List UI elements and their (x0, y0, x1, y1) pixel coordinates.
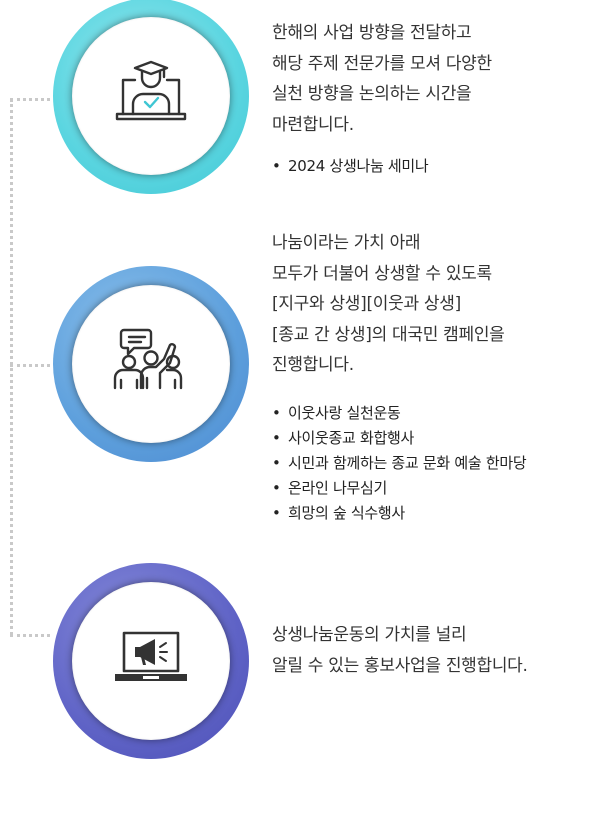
dotted-branch-2 (10, 364, 50, 367)
list-item: 2024 상생나눔 세미나 (272, 154, 597, 179)
desc-line: [종교 간 상생]의 대국민 캠페인을 (272, 324, 505, 345)
dotted-branch-1 (10, 98, 50, 101)
list-item: 시민과 함께하는 종교 문화 예술 한마당 (272, 451, 597, 476)
promotion-ring (53, 563, 249, 759)
campaign-ring (53, 266, 249, 462)
campaign-text: 나눔이라는 가치 아래 모두가 더불어 상생할 수 있도록 [지구와 상생][이… (272, 228, 597, 526)
list-item: 이웃사랑 실천운동 (272, 401, 597, 426)
seminar-list: 2024 상생나눔 세미나 (272, 154, 597, 179)
desc-line: 진행합니다. (272, 355, 354, 375)
desc-line: [지구와 상생][이웃과 상생] (272, 294, 461, 314)
laptop-megaphone-icon (115, 631, 187, 681)
desc-line: 한해의 사업 방향을 전달하고 (272, 23, 472, 43)
list-item: 희망의 숲 식수행사 (272, 501, 597, 526)
list-item: 사이웃종교 화합행사 (272, 426, 597, 451)
desc-line: 마련합니다. (272, 114, 354, 135)
list-item: 온라인 나무심기 (272, 476, 597, 501)
dotted-vertical-line (10, 99, 13, 635)
desc-line: 실천 방향을 논의하는 시간을 (272, 84, 472, 104)
promotion-description: 상생나눔운동의 가치를 널리 알릴 수 있는 홍보사업을 진행합니다. (272, 620, 597, 681)
campaign-list: 이웃사랑 실천운동 사이웃종교 화합행사 시민과 함께하는 종교 문화 예술 한… (272, 401, 597, 526)
promotion-circle (72, 582, 230, 740)
people-speech-icon (113, 328, 183, 390)
desc-line: 나눔이라는 가치 아래 (272, 233, 421, 253)
campaign-circle (72, 285, 230, 443)
seminar-description: 한해의 사업 방향을 전달하고 해당 주제 전문가를 모셔 다양한 실천 방향을… (272, 18, 597, 140)
desc-line: 알릴 수 있는 홍보사업을 진행합니다. (272, 655, 528, 676)
dotted-branch-3 (10, 634, 50, 637)
promotion-text: 상생나눔운동의 가치를 널리 알릴 수 있는 홍보사업을 진행합니다. (272, 620, 597, 681)
desc-line: 상생나눔운동의 가치를 널리 (272, 625, 467, 645)
seminar-text: 한해의 사업 방향을 전달하고 해당 주제 전문가를 모셔 다양한 실천 방향을… (272, 18, 597, 179)
seminar-circle (72, 17, 230, 175)
desc-line: 해당 주제 전문가를 모셔 다양한 (272, 53, 492, 74)
desc-line: 모두가 더불어 상생할 수 있도록 (272, 263, 492, 284)
graduate-lecture-icon (115, 60, 187, 121)
campaign-description: 나눔이라는 가치 아래 모두가 더불어 상생할 수 있도록 [지구와 상생][이… (272, 228, 597, 381)
seminar-ring (53, 0, 249, 194)
